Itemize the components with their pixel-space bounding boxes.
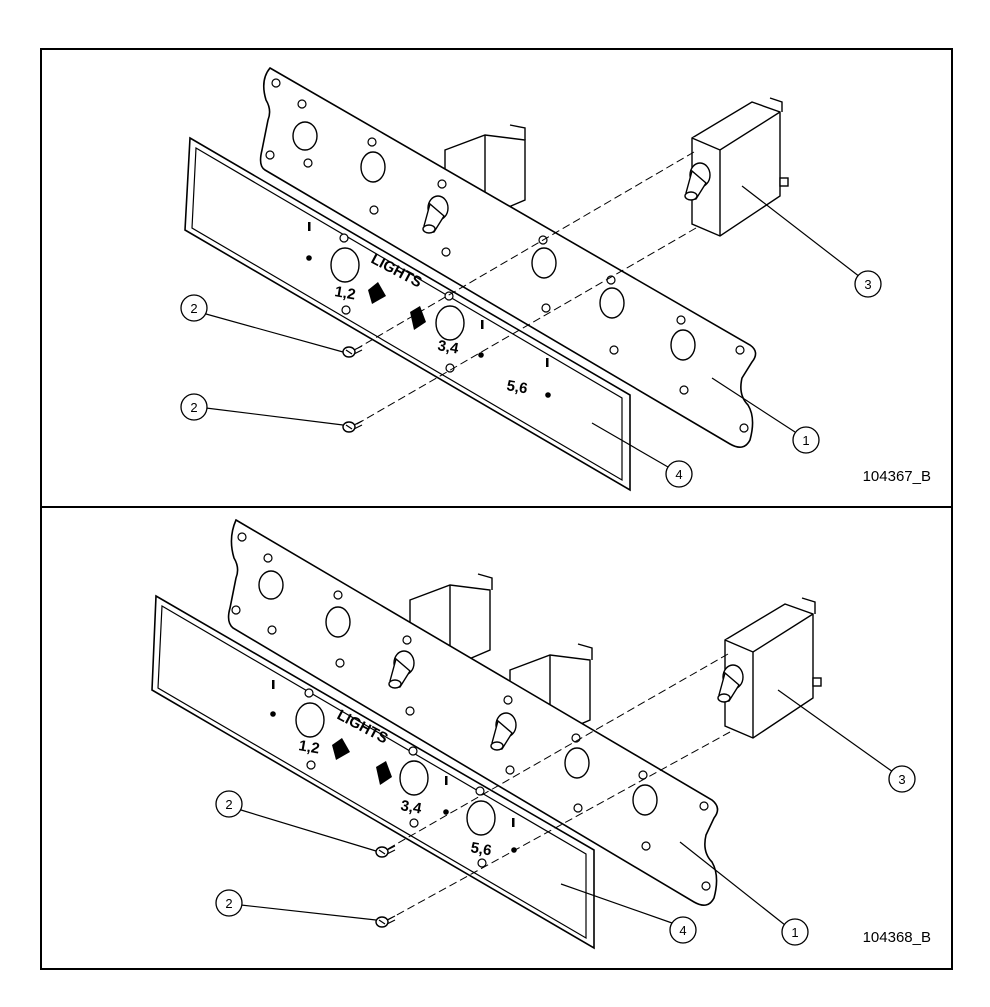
svg-text:3: 3: [864, 277, 871, 292]
callout-2-a: 2: [215, 790, 243, 818]
callout-2-a: 2: [180, 294, 208, 322]
svg-text:1: 1: [791, 925, 798, 940]
circuit-breaker: [717, 597, 822, 739]
frame-divider: [40, 506, 953, 508]
switch-label-1-2: 1,2: [333, 283, 356, 303]
figure-number: 104368_B: [863, 929, 931, 946]
bottom-assembly: LIGHTS 1,2 3,4 5,6: [151, 518, 931, 950]
callout-2-b: 2: [180, 393, 208, 421]
mounting-plate: [227, 518, 719, 906]
switch-label-3-4: 3,4: [399, 797, 423, 817]
switch-label-1-2: 1,2: [297, 737, 320, 757]
diagram-frame: [40, 48, 953, 970]
callout-leaders: [240, 689, 894, 926]
svg-text:2: 2: [190, 400, 197, 415]
screw-icon: [342, 345, 363, 358]
callout-2-b: 2: [215, 889, 243, 917]
svg-text:4: 4: [675, 467, 682, 482]
light-icon: [332, 738, 350, 760]
screw-icon: [375, 845, 396, 858]
assembly-lines: [349, 151, 697, 429]
svg-text:2: 2: [190, 301, 197, 316]
switch-label-5-6: 5,6: [469, 839, 492, 859]
switch-label-3-4: 3,4: [436, 337, 460, 357]
circuit-breaker: [684, 97, 789, 237]
figure-number: 104367_B: [863, 468, 931, 485]
svg-text:2: 2: [225, 797, 232, 812]
callout-3: 3: [888, 765, 916, 793]
callout-leaders: [205, 185, 861, 468]
light-icon: [410, 306, 426, 330]
light-icon: [376, 761, 392, 785]
svg-text:3: 3: [898, 772, 905, 787]
callout-3: 3: [854, 270, 882, 298]
light-icon: [368, 282, 386, 304]
callout-4: 4: [665, 460, 693, 488]
switch-label-5-6: 5,6: [505, 377, 528, 397]
svg-text:2: 2: [225, 896, 232, 911]
screw-icon: [375, 915, 396, 928]
svg-text:1: 1: [802, 433, 809, 448]
screw-icon: [342, 420, 363, 433]
assembly-lines: [383, 653, 731, 923]
mounting-plate: [259, 66, 757, 448]
label-gasket: LIGHTS 1,2 3,4 5,6: [151, 594, 595, 950]
callout-1: 1: [781, 918, 809, 946]
callout-4: 4: [669, 916, 697, 944]
svg-text:4: 4: [679, 923, 686, 938]
top-assembly: LIGHTS 1,2 3,4 5,6: [180, 66, 931, 492]
callout-1: 1: [792, 426, 820, 454]
